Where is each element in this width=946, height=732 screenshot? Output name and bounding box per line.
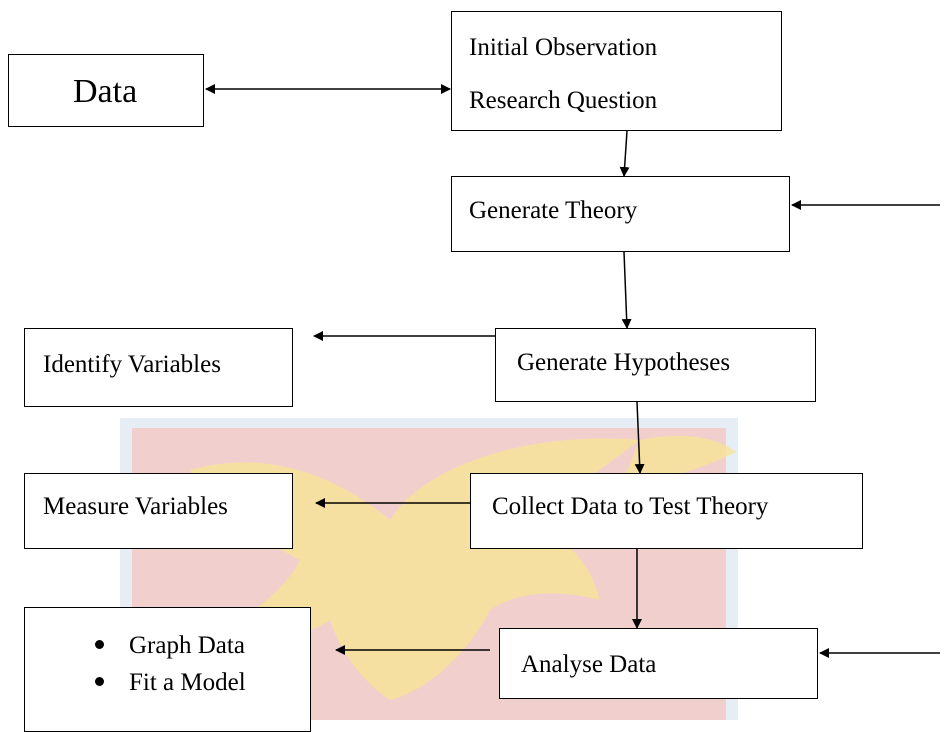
generate-theory-label: Generate Theory — [469, 197, 638, 224]
generate-hypotheses-label: Generate Hypotheses — [517, 349, 731, 376]
collect-data-box: Collect Data to Test Theory — [470, 473, 863, 549]
generate-hypotheses-box: Generate Hypotheses — [495, 328, 816, 402]
initial-observation-box: Initial Observation Research Question — [451, 11, 782, 131]
generate-theory-box: Generate Theory — [451, 176, 790, 252]
identify-variables-box: Identify Variables — [24, 328, 293, 407]
analysis-item-graph-data: Graph Data — [129, 632, 245, 659]
data-box: Data — [8, 54, 204, 127]
arrow-hypotheses-collect — [634, 401, 645, 474]
research-question-label: Research Question — [469, 87, 658, 114]
analysis-methods-box: Graph Data Fit a Model — [24, 607, 311, 732]
bullet-dot — [95, 677, 104, 686]
analyse-data-box: Analyse Data — [499, 628, 818, 699]
arrow-observation-theory — [619, 130, 630, 177]
initial-observation-label: Initial Observation — [469, 34, 658, 61]
bullet-dot — [95, 640, 104, 649]
measure-variables-box: Measure Variables — [24, 473, 293, 549]
data-label: Data — [73, 73, 138, 110]
identify-variables-label: Identify Variables — [43, 351, 221, 378]
measure-variables-label: Measure Variables — [43, 493, 228, 520]
collect-data-label: Collect Data to Test Theory — [492, 493, 769, 520]
arrow-theory-hypotheses — [621, 251, 632, 329]
analysis-item-fit-model: Fit a Model — [129, 669, 246, 696]
analyse-data-label: Analyse Data — [521, 651, 657, 678]
